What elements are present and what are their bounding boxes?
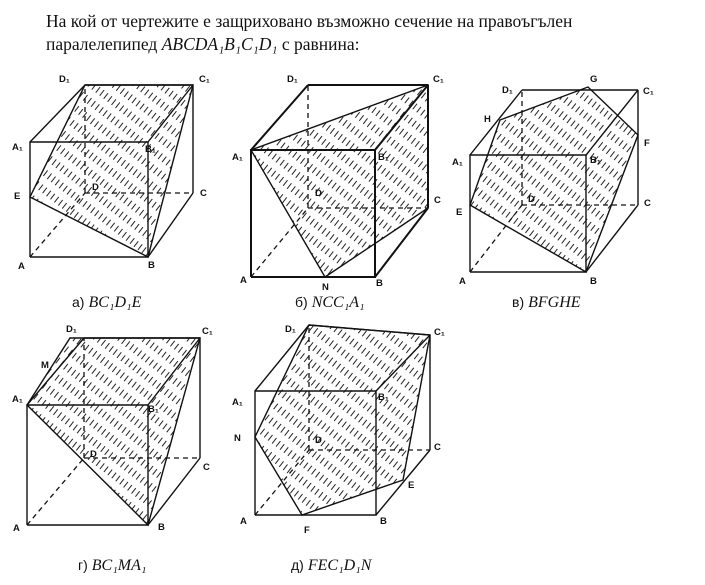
label-b-C: C xyxy=(434,195,441,206)
question-text: На кой от чертежите е защриховано възмож… xyxy=(46,10,686,56)
label-b-A: A xyxy=(240,275,247,286)
label-c-B: B xyxy=(590,276,597,287)
label-e-F: F xyxy=(304,525,310,536)
label-b-D: D xyxy=(315,188,322,199)
label-e-B: B xyxy=(380,516,387,527)
label-a-B: B xyxy=(148,260,155,271)
label-b-N: N xyxy=(322,282,329,293)
cube-b xyxy=(250,84,429,278)
label-d-A1: A₁ xyxy=(12,394,23,405)
figure-b: D₁ C₁ A₁ B₁ D C A N B б) NCC₁A₁ xyxy=(232,74,444,311)
label-c-D1: D₁ xyxy=(502,85,513,96)
label-b-A1: A₁ xyxy=(232,152,243,163)
caption-b: б) NCC₁A₁ xyxy=(295,294,365,311)
question-line-2: паралелепипед ABCDA₁B₁C₁D₁ с равнина: xyxy=(46,34,360,54)
caption-a: а) BC₁D₁E xyxy=(72,294,142,311)
label-a-A1: A₁ xyxy=(12,142,23,153)
label-d-B: B xyxy=(158,522,165,533)
label-c-C1: C₁ xyxy=(643,86,654,97)
label-b-D1: D₁ xyxy=(287,74,298,85)
label-e-B1: B₁ xyxy=(378,392,389,403)
label-b-B: B xyxy=(376,278,383,289)
section-b xyxy=(249,83,429,278)
prism-name: ABCDA₁B₁C₁D₁ xyxy=(161,34,278,54)
label-c-A: A xyxy=(459,276,466,287)
label-e-A1: A₁ xyxy=(232,397,243,408)
section-d xyxy=(26,337,201,527)
label-d-B1: B₁ xyxy=(148,404,159,415)
caption-d: г) BC₁MA₁ xyxy=(78,557,146,574)
figure-d: D₁ C₁ M A₁ B₁ D C A B г) BC₁MA₁ xyxy=(12,324,213,574)
label-e-A: A xyxy=(240,516,247,527)
section-e xyxy=(254,324,431,516)
section-c xyxy=(469,86,639,274)
label-d-M: M xyxy=(41,360,49,371)
label-e-N: N xyxy=(234,433,241,444)
label-e-E: E xyxy=(408,480,414,491)
label-c-C: C xyxy=(644,198,651,209)
caption-e: д) FEC₁D₁N xyxy=(291,557,373,574)
section-a xyxy=(29,84,194,259)
label-e-D1: D₁ xyxy=(285,324,296,335)
label-d-D: D xyxy=(90,449,97,460)
label-c-D: D xyxy=(528,194,535,205)
question-line-1: На кой от чертежите е защриховано възмож… xyxy=(46,11,573,31)
label-a-E: E xyxy=(14,191,20,202)
label-a-D: D xyxy=(92,182,99,193)
label-b-C1: C₁ xyxy=(433,74,444,85)
label-a-A: A xyxy=(18,261,25,272)
caption-c: в) BFGHE xyxy=(512,294,581,311)
label-c-H: H xyxy=(484,114,491,125)
label-a-D1: D₁ xyxy=(59,74,70,85)
label-e-C: C xyxy=(434,442,441,453)
cube-c xyxy=(469,89,639,273)
figure-c: G D₁ C₁ H F A₁ B₁ D C E A B в) BFGHE xyxy=(452,74,654,311)
label-d-C: C xyxy=(203,462,210,473)
label-d-C1: C₁ xyxy=(202,326,213,337)
label-c-E: E xyxy=(456,207,462,218)
label-b-B1: B₁ xyxy=(378,152,389,163)
label-a-C1: C₁ xyxy=(199,74,210,85)
label-d-A: A xyxy=(13,523,20,534)
label-e-C1: C₁ xyxy=(434,327,445,338)
cube-d xyxy=(26,337,201,526)
label-c-A1: A₁ xyxy=(452,157,463,168)
cube-a xyxy=(29,84,194,258)
cube-e xyxy=(254,324,431,516)
figure-e: D₁ C₁ A₁ B₁ N D C E A B F д) FEC₁D₁N xyxy=(232,324,445,574)
label-c-F: F xyxy=(644,138,650,149)
label-a-B1: B₁ xyxy=(145,144,156,155)
label-c-G: G xyxy=(590,74,597,85)
label-c-B1: B₁ xyxy=(590,155,601,166)
figure-a: D₁ C₁ A₁ B₁ E D C A B а) BC₁D₁E xyxy=(12,74,210,311)
label-e-D: D xyxy=(315,435,322,446)
label-a-C: C xyxy=(200,188,207,199)
label-d-D1: D₁ xyxy=(66,324,77,335)
